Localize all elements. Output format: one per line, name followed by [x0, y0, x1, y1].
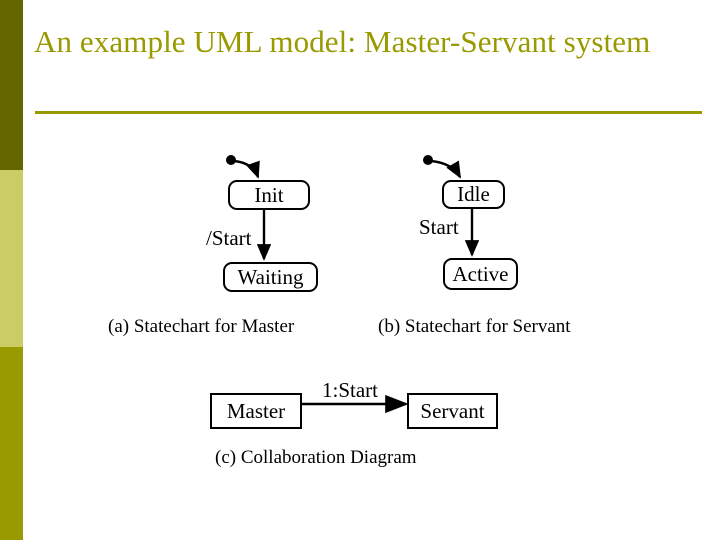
- sidebar-band-middle: [0, 170, 23, 347]
- state-node-init[interactable]: Init: [228, 180, 310, 210]
- state-node-idle[interactable]: Idle: [442, 180, 505, 209]
- servant-initial-state-marker: [423, 155, 433, 165]
- state-label-idle: Idle: [457, 182, 490, 206]
- transition-label-servant-start: Start: [419, 215, 459, 239]
- caption-collaboration-diagram: (c) Collaboration Diagram: [215, 447, 417, 468]
- object-label-servant: Servant: [420, 398, 485, 423]
- state-label-active: Active: [452, 261, 509, 286]
- slide-title: An example UML model: Master-Servant sys…: [34, 24, 651, 59]
- state-node-waiting[interactable]: Waiting: [223, 262, 318, 292]
- state-label-waiting: Waiting: [237, 264, 304, 289]
- master-initial-state-marker: [226, 155, 236, 165]
- sidebar-band-top: [0, 0, 23, 170]
- object-node-master[interactable]: Master: [210, 393, 302, 429]
- title-underline-rule: [35, 111, 702, 114]
- servant-initial-transition-arrow: [430, 159, 462, 179]
- state-label-init: Init: [254, 182, 284, 207]
- caption-servant-statechart: (b) Statechart for Servant: [378, 316, 571, 337]
- sidebar-band-bottom: [0, 347, 23, 540]
- transition-label-master-start: /Start: [206, 226, 252, 250]
- master-initial-transition-arrow: [233, 159, 260, 179]
- object-label-master: Master: [226, 398, 286, 423]
- message-label-start: 1:Start: [322, 378, 378, 402]
- object-node-servant[interactable]: Servant: [407, 393, 498, 429]
- caption-master-statechart: (a) Statechart for Master: [108, 316, 295, 337]
- sidebar-decoration: [0, 0, 23, 540]
- state-node-active[interactable]: Active: [443, 258, 518, 290]
